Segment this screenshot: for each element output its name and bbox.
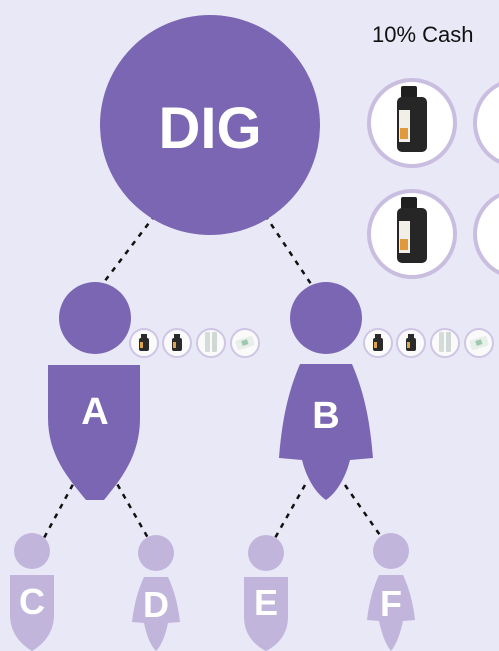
person-e-label: E	[254, 582, 278, 623]
person-c: C	[10, 533, 54, 651]
connector-b-f	[343, 484, 384, 539]
person-b-head	[290, 282, 362, 354]
person-f: F	[367, 533, 415, 651]
person-f-body	[367, 575, 415, 651]
pill-pack-icon	[230, 328, 260, 358]
person-c-head	[14, 533, 50, 569]
person-e: E	[244, 535, 288, 651]
bottle-icon	[396, 328, 426, 358]
bottle-icon	[129, 328, 159, 358]
pill-pack-icon	[464, 328, 494, 358]
person-a: A	[48, 282, 140, 500]
connector-b-e	[273, 484, 307, 539]
person-b: B	[279, 282, 373, 500]
person-d-head	[138, 535, 174, 571]
tube-icon	[430, 328, 460, 358]
badge-row-a	[129, 328, 260, 358]
person-f-label: F	[380, 583, 402, 624]
bottle-icon	[162, 328, 192, 358]
cashback-heading: 10% Cash	[372, 22, 474, 47]
badge-row-b	[363, 328, 494, 358]
connector-a-d	[110, 474, 150, 539]
connector-a-c	[42, 474, 80, 539]
product-badge-large-1	[367, 78, 457, 168]
bottle-icon	[363, 328, 393, 358]
person-a-label: A	[81, 391, 108, 433]
product-badge-large-2	[367, 189, 457, 279]
person-f-head	[373, 533, 409, 569]
person-e-head	[248, 535, 284, 571]
person-c-label: C	[19, 581, 45, 622]
connector-lines	[42, 214, 384, 539]
bottle-icon	[397, 197, 427, 263]
connector-root-a	[97, 214, 156, 291]
person-d: D	[132, 535, 180, 651]
person-d-label: D	[143, 584, 169, 625]
bottle-icon	[397, 86, 427, 152]
person-a-head	[59, 282, 131, 354]
connector-root-b	[263, 214, 317, 291]
person-e-body	[244, 577, 288, 651]
product-badge-large-3-partial	[473, 82, 499, 275]
person-a-body	[48, 365, 140, 500]
person-b-body	[279, 364, 373, 500]
root-node: DIG	[100, 15, 320, 235]
root-label: DIG	[158, 96, 261, 161]
person-d-body	[132, 577, 180, 651]
person-c-body	[10, 575, 54, 651]
tube-icon	[196, 328, 226, 358]
person-b-label: B	[312, 395, 339, 437]
